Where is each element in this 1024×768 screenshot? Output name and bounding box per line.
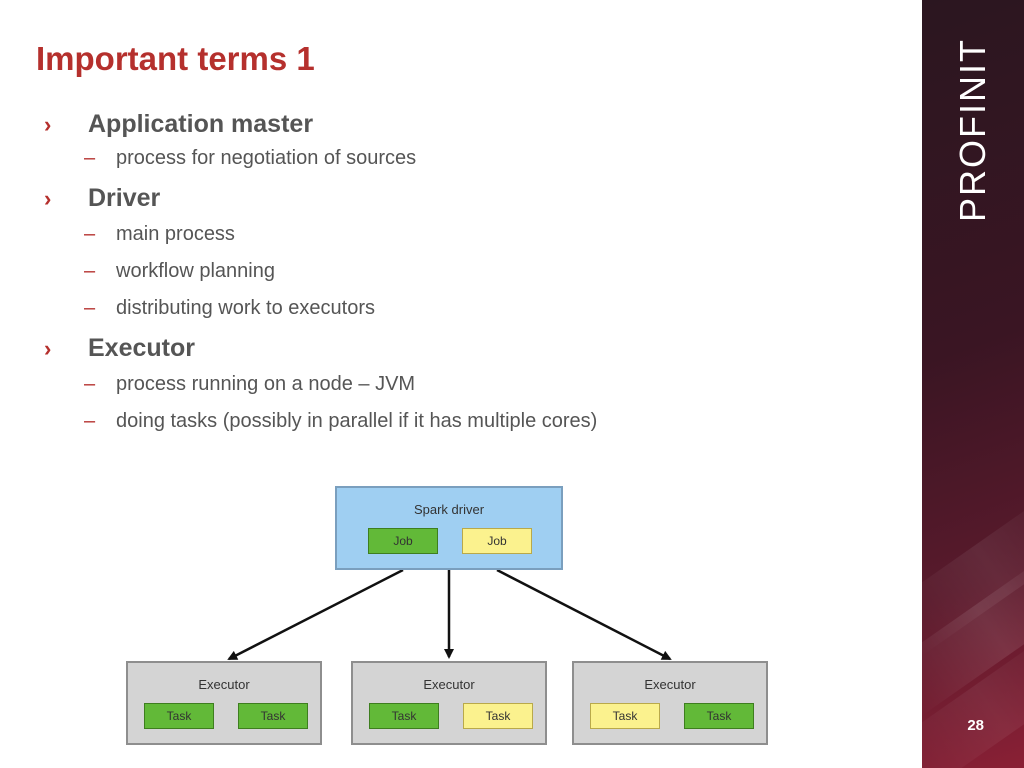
executor-label: Executor <box>644 677 696 692</box>
spark-driver-label: Spark driver <box>413 502 485 517</box>
job-chip: Job <box>462 528 532 554</box>
dash-icon: – <box>84 297 96 319</box>
bullet-label: Driver <box>88 184 161 212</box>
dash-icon: – <box>84 223 96 245</box>
executor-box: Executor Task Task <box>351 661 547 745</box>
diagram-arrows <box>227 568 672 661</box>
task-chip: Task <box>590 703 660 729</box>
bullet-chevron-icon: › <box>44 186 52 211</box>
bullet-item: › Executor <box>40 334 900 363</box>
task-chip: Task <box>463 703 533 729</box>
task-chip: Task <box>144 703 214 729</box>
brand-sidebar: PROFINIT 28 <box>922 0 1024 768</box>
bullet-list: › Application master – process for negot… <box>40 110 900 433</box>
bullet-chevron-icon: › <box>44 112 52 137</box>
slide-title: Important terms 1 <box>36 40 315 77</box>
sub-bullet-item: – workflow planning <box>84 260 900 283</box>
bullet-label: Application master <box>88 110 314 138</box>
dash-icon: – <box>84 260 96 282</box>
sub-bullet-label: process running on a node – JVM <box>116 373 416 395</box>
task-chip: Task <box>684 703 754 729</box>
sub-bullet-label: distributing work to executors <box>116 297 376 319</box>
executor-box: Executor Task Task <box>126 661 322 745</box>
bullet-item: › Driver <box>40 184 900 213</box>
brand-logo: PROFINIT <box>952 38 993 222</box>
arrow-to-executor-3 <box>496 568 672 661</box>
sub-bullet-item: – distributing work to executors <box>84 297 900 320</box>
job-chip: Job <box>368 528 438 554</box>
task-chip: Task <box>238 703 308 729</box>
dash-icon: – <box>84 373 96 395</box>
dash-icon: – <box>84 147 96 169</box>
bullet-label: Executor <box>88 334 195 362</box>
page-number: 28 <box>967 717 984 734</box>
sub-bullet-label: workflow planning <box>116 260 275 282</box>
sub-bullet-label: process for negotiation of sources <box>116 147 417 169</box>
sub-bullet-item: – doing tasks (possibly in parallel if i… <box>84 410 900 433</box>
spark-driver-box: Spark driver Job Job <box>335 486 563 570</box>
bullet-item: › Application master <box>40 110 900 139</box>
sub-bullet-label: doing tasks (possibly in parallel if it … <box>116 410 598 432</box>
sub-bullet-label: main process <box>116 223 235 245</box>
sub-bullet-item: – process for negotiation of sources <box>84 147 900 170</box>
sub-bullet-item: – main process <box>84 223 900 246</box>
dash-icon: – <box>84 410 96 432</box>
executor-box: Executor Task Task <box>572 661 768 745</box>
arrow-to-executor-1 <box>227 568 404 661</box>
executor-label: Executor <box>198 677 250 692</box>
task-chip: Task <box>369 703 439 729</box>
sub-bullet-item: – process running on a node – JVM <box>84 373 900 396</box>
executor-label: Executor <box>423 677 475 692</box>
bullet-chevron-icon: › <box>44 336 52 361</box>
